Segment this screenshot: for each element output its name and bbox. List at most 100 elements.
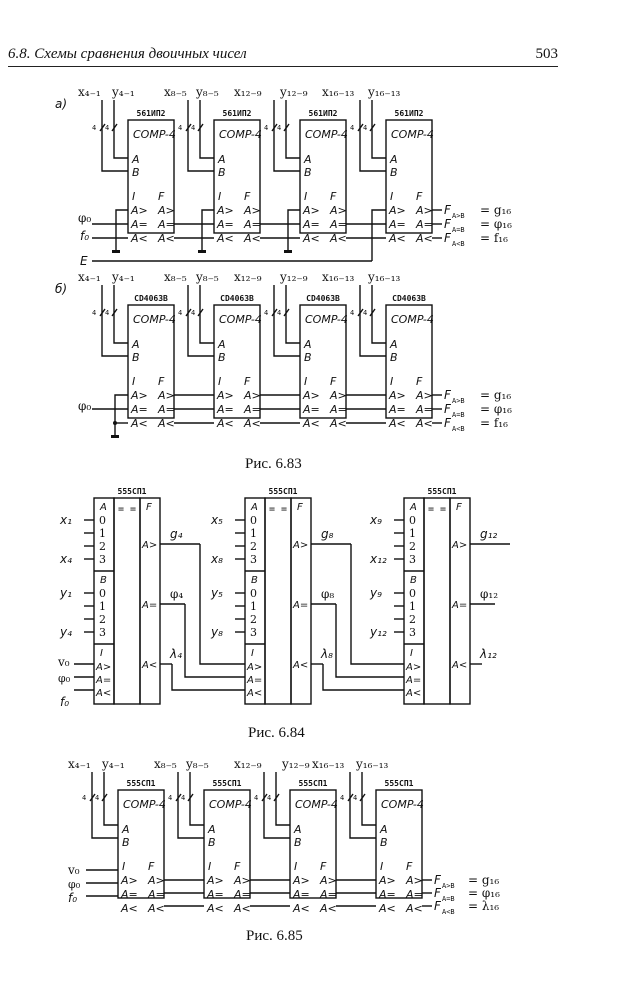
section-outputs — [139, 497, 161, 705]
input-y-first: y₁ — [59, 586, 72, 600]
input-label-x: x₁₂₋₉ — [234, 85, 262, 99]
pin-out-1: A= — [329, 403, 347, 416]
pin-f: F — [406, 860, 413, 873]
cascade-pin: A> — [246, 662, 262, 673]
pin-in-2: A< — [378, 902, 396, 915]
chip-555sp1: 555СП1= =ABIF00112233A>A=A<A>A=A<x₉x₁₂y₉… — [369, 487, 510, 705]
eq-symbol: = = — [269, 504, 287, 515]
pin-out-1: A= — [147, 888, 165, 901]
bus-width: 4 — [191, 309, 195, 317]
input-label-y: y₁₆₋₁₃ — [367, 270, 401, 284]
chip-name: 561ИП2 — [223, 109, 252, 118]
pin-out-2: A< — [243, 417, 261, 430]
output-subscript: A<B — [452, 240, 465, 248]
pin-out-1: A= — [243, 403, 261, 416]
pin-f: F — [158, 375, 165, 388]
bus-wire-a — [285, 100, 300, 159]
tie-wire — [114, 394, 128, 430]
pin-in-2: A< — [216, 417, 234, 430]
out-eq: A= — [141, 600, 157, 611]
output-label: F — [444, 402, 452, 416]
chip-name: 555СП1 — [299, 779, 328, 788]
cascade-pin: A< — [246, 688, 262, 699]
pin-in-1: A= — [120, 888, 138, 901]
cascade-wire — [350, 544, 404, 665]
chip-name: CD4063B — [306, 294, 340, 303]
bus-wire-b — [187, 285, 214, 357]
pin-in-0: A> — [302, 389, 320, 402]
chip-body — [375, 789, 423, 899]
bus-slash — [359, 793, 366, 802]
bus-width: 4 — [363, 124, 367, 132]
pin-in-2: A< — [388, 417, 406, 430]
input-label-y: y₁₆₋₁₃ — [355, 757, 389, 771]
bus-wire-b — [359, 100, 386, 172]
bus-width: 4 — [105, 309, 109, 317]
pin-out-1: A= — [157, 218, 175, 231]
pin-f: F — [148, 860, 155, 873]
pin-in-2: A< — [388, 232, 406, 245]
pin-out-2: A< — [415, 232, 433, 245]
bit-b: 0 — [409, 587, 416, 600]
output-phi: φ₈ — [321, 587, 334, 601]
junction-dot — [113, 421, 117, 425]
pin-i: I — [218, 190, 221, 203]
pin-f: F — [330, 190, 337, 203]
bus-wire-b — [187, 100, 214, 172]
input-phi0: φ₀ — [68, 878, 81, 891]
bit-b: 1 — [409, 600, 416, 613]
pin-out-2: A< — [405, 902, 423, 915]
page-header: 6.8. Схемы сравнения двоичных чисел 503 — [8, 44, 558, 67]
bus-slash — [369, 123, 376, 132]
section-i: I — [410, 648, 413, 659]
section-a: A — [409, 502, 417, 513]
output-subscript: A=B — [452, 226, 465, 234]
bus-wire-b — [359, 285, 386, 357]
pin-a: A — [217, 153, 226, 166]
bus-wire-a — [371, 285, 386, 344]
chip-name: 555СП1 — [127, 779, 156, 788]
bus-slash — [111, 308, 118, 317]
chip-body — [117, 789, 165, 899]
chip-name: 555СП1 — [118, 487, 147, 496]
bus-width: 4 — [277, 124, 281, 132]
pin-b: B — [304, 351, 312, 364]
bus-slash — [283, 308, 290, 317]
bus-width: 4 — [168, 794, 172, 802]
input-y-first: y₅ — [210, 586, 223, 600]
bus-slash — [271, 123, 278, 132]
input-label-x: x₈₋₅ — [164, 85, 187, 99]
pin-i: I — [218, 375, 221, 388]
pin-out-2: A< — [243, 232, 261, 245]
output-subscript: A=B — [452, 411, 465, 419]
output-phi: φ₁₂ — [480, 587, 498, 601]
bit-a: 2 — [409, 540, 416, 553]
cascade-pin: A= — [405, 675, 421, 686]
bit-a: 0 — [250, 514, 257, 527]
output-g: g₄ — [170, 527, 183, 541]
pin-out-0: A> — [329, 204, 347, 217]
ground-icon — [111, 435, 119, 438]
input-label-y: y₄₋₁ — [111, 85, 135, 99]
pin-i: I — [390, 375, 393, 388]
pin-in-2: A< — [302, 417, 320, 430]
cascade-pin: A< — [405, 688, 421, 699]
bus-width: 4 — [95, 794, 99, 802]
bit-b: 2 — [99, 613, 106, 626]
chip-function: COMP-4 — [381, 798, 424, 811]
bus-slash — [261, 793, 268, 802]
input-phi0: φ₀ — [78, 399, 91, 413]
pin-in-0: A> — [292, 874, 310, 887]
bus-slash — [197, 308, 204, 317]
output-lambda: λ₁₂ — [479, 647, 497, 661]
input-y-last: y₁₂ — [369, 625, 387, 639]
pin-out-0: A> — [415, 389, 433, 402]
pin-out-0: A> — [233, 874, 251, 887]
bit-a: 1 — [99, 527, 106, 540]
figure-6-84: 555СП1= =ABIF00112233A>A=A<A>A=A<x₁x₄y₁y… — [57, 487, 510, 741]
